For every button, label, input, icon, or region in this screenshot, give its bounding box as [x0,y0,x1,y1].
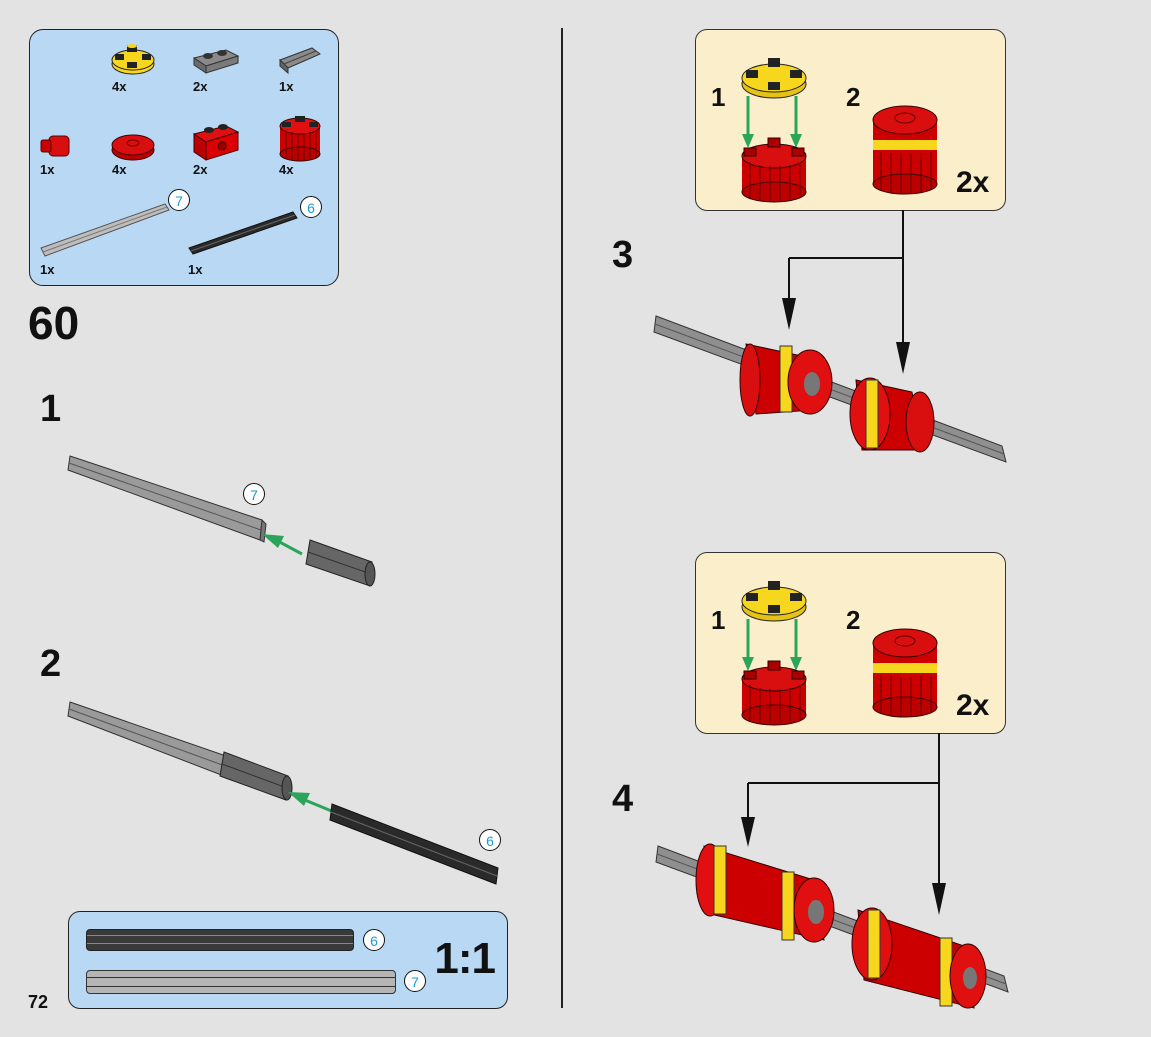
sub-assembly-box-step-3: 1 2 2x [695,29,1006,211]
length-callout-7: 7 [168,189,190,211]
insert-arrow-head [262,534,284,548]
part-qty: 1x [188,262,203,277]
part-qty: 4x [112,79,127,94]
sub-step-1-illustration [67,455,376,587]
sub-assembly-step-1: 1 [711,605,726,635]
part-qty: 2x [193,79,208,94]
part-qty: 1x [279,79,294,94]
sub-assembly-multiplier: 2x [956,689,990,722]
length-callout-6: 6 [479,829,501,851]
part-qty: 1x [40,262,55,277]
part-qty: 4x [112,162,127,177]
length-callout-7: 7 [404,970,426,992]
sub-step-1-label: 1 [40,388,62,430]
step-4-callout-arrows [741,733,946,915]
sub-assembly-step-2: 2 [846,82,861,112]
part-qty: 4x [279,162,294,177]
yellow-plate-onto-red-brick-illustration [741,581,807,726]
gear-cylinder-1 [739,343,833,417]
part-qty: 1x [40,162,55,177]
step-4-illustration [655,843,1009,1009]
scale-label: 1:1 [434,934,496,983]
length-callout-6: 6 [363,929,385,951]
length-callout-6: 6 [300,196,322,218]
sub-step-2-label: 2 [40,643,62,685]
page-number: 72 [28,992,49,1012]
scale-axle-7 [86,970,396,994]
step-number: 60 [28,297,80,349]
gray-plate-icon [192,49,240,74]
step-4-label: 4 [612,778,634,820]
red-round-brick-icon [279,116,321,162]
sub-assembly-step-1: 1 [711,82,726,112]
gray-axle-connector-icon [279,47,321,75]
red-round-tile-icon [111,134,155,161]
yellow-round-plate-icon [111,44,155,75]
gear-cylinder-2 [849,377,935,453]
scale-reference-box: 6 7 1:1 [68,911,508,1009]
red-technic-brick-icon [192,124,240,161]
step-3-label: 3 [612,234,634,276]
scale-axle-6 [86,929,354,951]
part-qty: 2x [193,162,208,177]
sub-assembly-multiplier: 2x [956,166,990,199]
column-divider [561,28,563,1008]
light-gray-axle-icon [40,203,170,257]
gear-cylinder-long-2 [851,907,987,1009]
sub-step-2-illustration [67,701,499,885]
red-round-brick-with-tile-illustration [872,105,938,195]
step-3-illustration [653,315,1007,463]
red-small-part-icon [40,135,70,157]
gear-cylinder-long-1 [695,843,835,943]
length-callout-7: 7 [243,483,265,505]
yellow-plate-onto-red-brick-illustration [741,58,807,203]
red-round-brick-with-tile-illustration [872,628,938,718]
sub-assembly-step-2: 2 [846,605,861,635]
parts-list-box: 4x 2x 1x 1x 4x 2x 4x [29,29,339,286]
step-3-callout-arrows [782,210,910,374]
black-axle-icon [188,211,298,255]
sub-assembly-box-step-4: 1 2 2x [695,552,1006,734]
